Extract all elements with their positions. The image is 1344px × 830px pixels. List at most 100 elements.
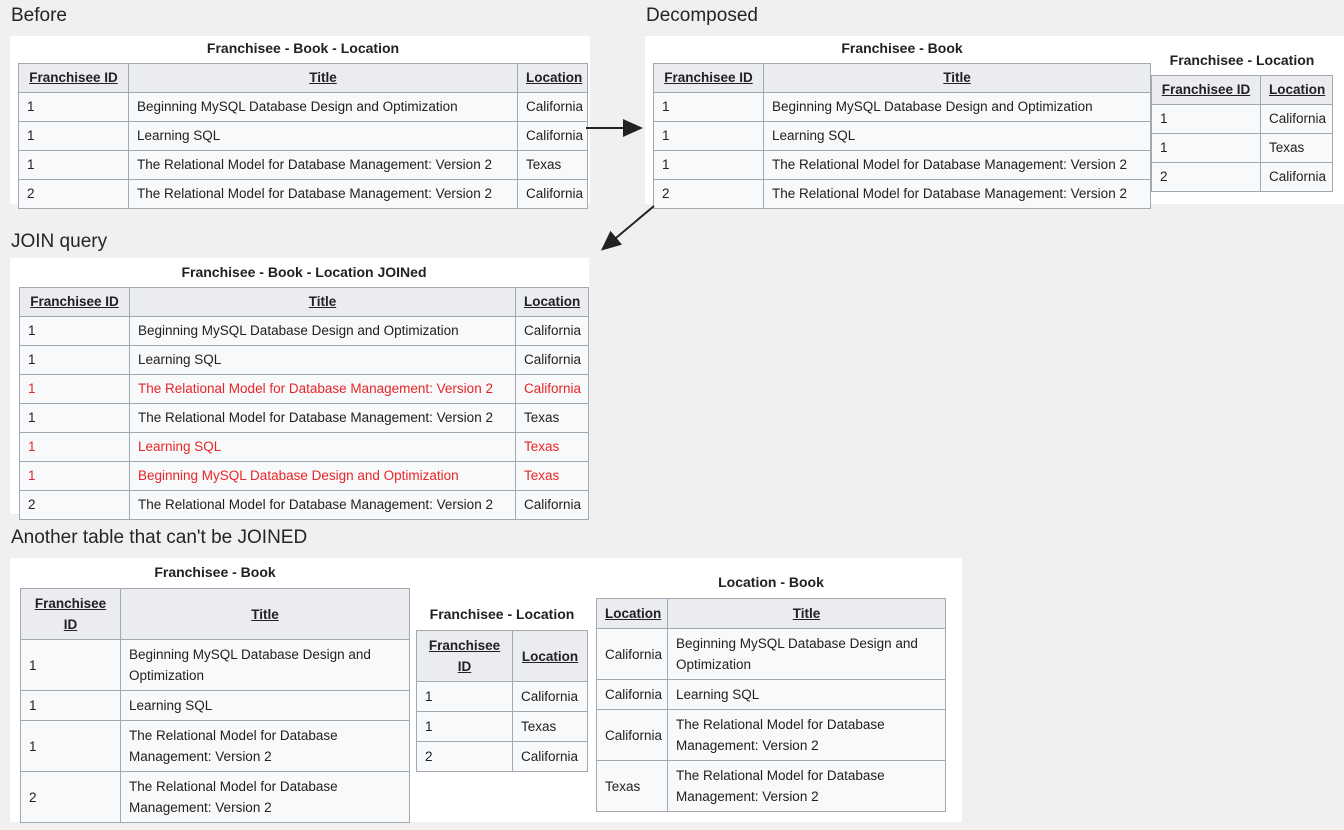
column-header: Title: [763, 63, 1151, 93]
column-header: Franchisee ID: [19, 287, 130, 317]
table-cell: The Relational Model for Database Manage…: [129, 374, 516, 404]
table-cell: 2: [20, 771, 121, 823]
column-header: Title: [667, 598, 946, 629]
table-cell: 1: [19, 316, 130, 346]
table-cell: 1: [18, 150, 129, 180]
table-cell: California: [512, 681, 588, 712]
table-cell: Beginning MySQL Database Design and Opti…: [667, 628, 946, 680]
table-caption: Franchisee - Book - Location JOINed: [181, 264, 427, 280]
table-cell: Learning SQL: [128, 121, 518, 151]
table-cell: Texas: [512, 711, 588, 742]
table-cell: California: [517, 179, 588, 209]
table-cell: California: [517, 92, 588, 122]
table-cell: 1: [653, 92, 764, 122]
column-header: Location: [517, 63, 588, 93]
table-cell: 1: [18, 92, 129, 122]
table-cell: Learning SQL: [120, 690, 410, 721]
table-cell: California: [1260, 104, 1333, 134]
column-header: Location: [596, 598, 668, 629]
table-cell: 1: [18, 121, 129, 151]
column-header: Location: [515, 287, 589, 317]
table-cell: 1: [653, 121, 764, 151]
table-cell: California: [596, 679, 668, 710]
column-header: Franchisee ID: [416, 630, 513, 682]
column-header: Franchisee ID: [1151, 75, 1261, 105]
column-header: Location: [1260, 75, 1333, 105]
table-cell: 1: [653, 150, 764, 180]
table-cell: 2: [416, 741, 513, 772]
table-caption: Franchisee - Book: [154, 564, 276, 580]
table-cell: 1: [20, 720, 121, 772]
table-cell: 1: [20, 639, 121, 691]
table-cell: The Relational Model for Database Manage…: [129, 490, 516, 520]
table-cell: 1: [416, 711, 513, 742]
table-cell: California: [512, 741, 588, 772]
join-query-heading: JOIN query: [11, 231, 108, 252]
table-cell: Texas: [596, 760, 668, 812]
table-cell: The Relational Model for Database Manage…: [120, 771, 410, 823]
column-header: Location: [512, 630, 588, 682]
table-cell: California: [515, 316, 589, 346]
column-header: Title: [129, 287, 516, 317]
column-header: Franchisee ID: [653, 63, 764, 93]
table-cell: 1: [1151, 133, 1261, 163]
table-caption: Franchisee - Location: [1169, 52, 1315, 68]
table-cell: Texas: [517, 150, 588, 180]
before-heading: Before: [11, 5, 67, 26]
table-cell: Beginning MySQL Database Design and Opti…: [763, 92, 1151, 122]
table-cell: The Relational Model for Database Manage…: [129, 403, 516, 433]
table-cell: The Relational Model for Database Manage…: [667, 760, 946, 812]
table-cell: Beginning MySQL Database Design and Opti…: [129, 461, 516, 491]
table-cell: Beginning MySQL Database Design and Opti…: [128, 92, 518, 122]
table-cell: The Relational Model for Database Manage…: [128, 179, 518, 209]
table-cell: 2: [653, 179, 764, 209]
table-cell: Texas: [515, 403, 589, 433]
table-cell: Beginning MySQL Database Design and Opti…: [129, 316, 516, 346]
table-cell: 1: [19, 403, 130, 433]
table-cell: California: [515, 490, 589, 520]
table-cell: 1: [19, 345, 130, 375]
table-cell: California: [596, 709, 668, 761]
table-cell: California: [515, 374, 589, 404]
arrow-right-icon: [586, 119, 643, 137]
table-cell: Texas: [515, 461, 589, 491]
table-cell: Texas: [1260, 133, 1333, 163]
table-cell: 2: [19, 490, 130, 520]
column-header: Franchisee ID: [20, 588, 121, 640]
table-cell: Learning SQL: [667, 679, 946, 710]
table-cell: The Relational Model for Database Manage…: [763, 150, 1151, 180]
table-cell: California: [596, 628, 668, 680]
column-header: Title: [120, 588, 410, 640]
